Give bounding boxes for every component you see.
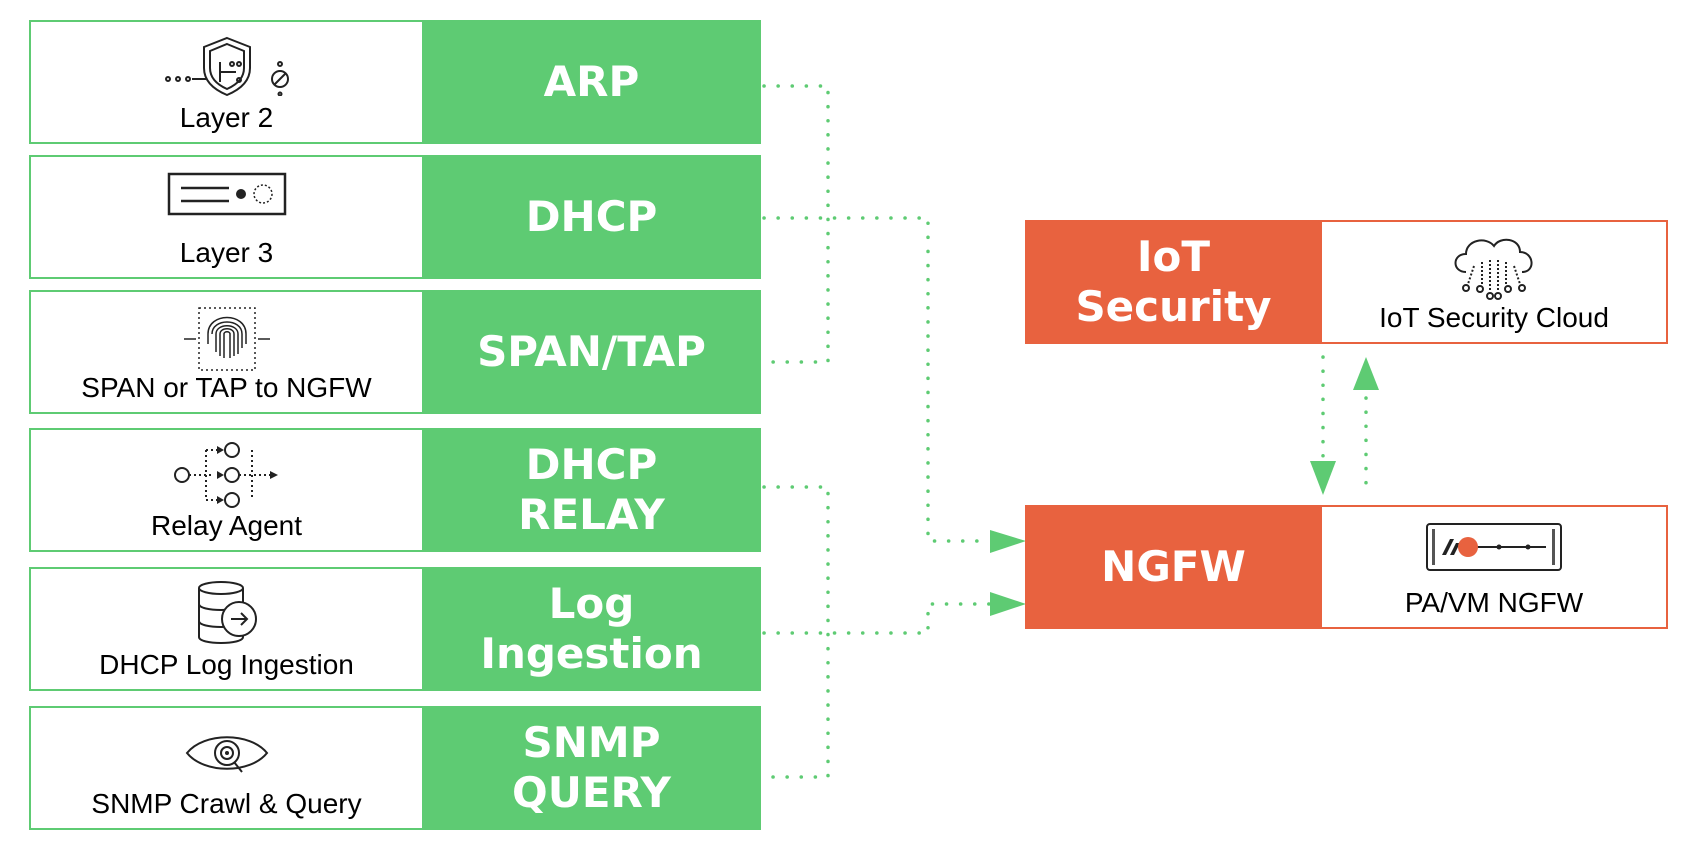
iot-title-line: Security (1075, 282, 1272, 331)
iot-title-line: IoT (1136, 232, 1211, 281)
method-dhcp-relay: DHCP RELAY (422, 428, 761, 552)
method-log-ingestion: Log Ingestion (422, 567, 761, 691)
cloud-icon (1454, 238, 1533, 300)
firewall-appliance-icon (1426, 523, 1562, 571)
source-card-layer3: Layer 3 (29, 155, 422, 279)
relay-snmp-connector (762, 485, 830, 779)
source-label: SNMP Crawl & Query (91, 788, 362, 819)
method-dhcp: DHCP (422, 155, 761, 279)
source-row-snmp: SNMP Crawl & Query SNMP QUERY (29, 706, 761, 830)
iot-security-cloud-label: IoT Security Cloud (1379, 302, 1609, 333)
source-label: Relay Agent (151, 510, 302, 541)
method-line: Log (548, 579, 635, 628)
method-line: QUERY (512, 768, 671, 817)
arrow-up-cloud (1353, 357, 1379, 390)
method-line: Ingestion (480, 629, 703, 678)
method-span-tap: SPAN/TAP (422, 290, 761, 414)
relay-flow-icon (173, 442, 278, 508)
ngfw-title: NGFW (1025, 505, 1322, 629)
source-row-dhcp: Layer 3 DHCP (29, 155, 761, 279)
iot-security-title: IoT Security (1025, 220, 1322, 344)
pa-vm-ngfw-card: PA/VM NGFW (1322, 505, 1668, 629)
pa-vm-ngfw-label: PA/VM NGFW (1404, 587, 1584, 618)
log-connector (762, 602, 992, 635)
source-label: DHCP Log Ingestion (99, 649, 354, 680)
method-line: RELAY (518, 490, 665, 539)
source-row-arp: Layer 2 ARP (29, 20, 761, 144)
source-row-log: DHCP Log Ingestion Log Ingestion (29, 567, 761, 691)
arrow-log-ngfw (990, 592, 1026, 616)
arrow-down-ngfw (1310, 461, 1336, 495)
source-card-layer2: Layer 2 (29, 20, 422, 144)
source-card-span: SPAN or TAP to NGFW (29, 290, 422, 414)
source-label: Layer 2 (179, 102, 274, 133)
server-icon (167, 172, 286, 216)
arp-connector (762, 84, 830, 364)
method-arp: ARP (422, 20, 761, 144)
source-card-log: DHCP Log Ingestion (29, 567, 422, 691)
source-label: SPAN or TAP to NGFW (81, 372, 372, 403)
method-snmp-query: SNMP QUERY (422, 706, 761, 830)
eye-icon (185, 736, 268, 773)
arrow-dhcp-ngfw (990, 530, 1026, 553)
database-icon (197, 581, 257, 644)
source-card-relay: Relay Agent (29, 428, 422, 552)
ngfw-box: NGFW PA/VM NGFW (1025, 505, 1668, 629)
iot-security-box: IoT Security IoT Security Cloud (1025, 220, 1668, 344)
source-card-snmp: SNMP Crawl & Query (29, 706, 422, 830)
method-line: DHCP (525, 440, 658, 489)
shield-network-icon (164, 36, 289, 96)
source-row-span: SPAN or TAP to NGFW SPAN/TAP (29, 290, 761, 414)
iot-security-cloud-card: IoT Security Cloud (1322, 220, 1668, 344)
source-row-relay: Relay Agent DHCP RELAY (29, 428, 761, 552)
fingerprint-icon (183, 307, 270, 371)
source-label: Layer 3 (179, 237, 274, 268)
method-line: SNMP (522, 718, 661, 767)
dhcp-connector (762, 216, 992, 543)
